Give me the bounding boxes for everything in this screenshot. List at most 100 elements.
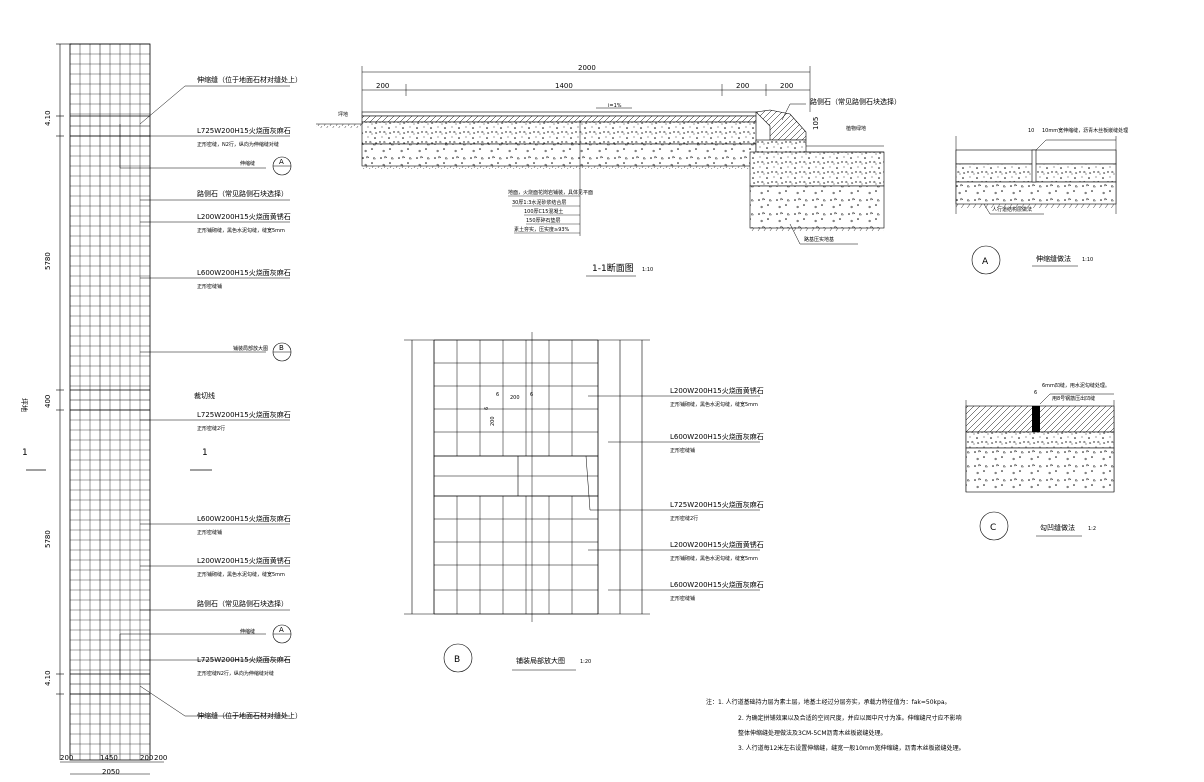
callout-11-l1: 伸缩缝（位于地面石材对缝处上） — [197, 711, 302, 720]
bdim-total: 2050 — [102, 768, 120, 776]
detail-A: 10mm宽伸缩缝，沥青木丝板嵌缝处理 10 人行道结构层做法 A 伸缩缝做法 1… — [955, 127, 1128, 275]
side-label: 坪地 — [20, 398, 29, 412]
layer-4: 素土夯实，压实度≥93% — [514, 226, 570, 233]
detail-A-title: 伸缩缝做法 — [1036, 254, 1071, 263]
section-1-1: 2000 200 1400 200 200 i=1% 坪地 路侧石（常见路侧石块… — [316, 64, 901, 277]
vdim-3: 400 — [44, 395, 52, 408]
detail-C-letter: C — [990, 523, 996, 533]
section-mark-right: 1 — [202, 448, 208, 458]
callout-7-l2: 正形密缝铺 — [197, 529, 222, 536]
detail-C: 6mm凹缝，用水泥勾缝处理。 用8号钢筋压出凹缝 6 C 勾凹缝做法 1:2 — [965, 382, 1115, 541]
b-callout-2-l2: 正形密缝铺 — [670, 447, 695, 454]
callout-2-l2: 正形密缝，N2行，纵向为伸缩缝对缝 — [197, 141, 279, 148]
svg-text:铺装局部放大图: 铺装局部放大图 — [233, 345, 268, 352]
vdim-1: 4.10 — [44, 110, 52, 126]
bdim-3: 200 — [140, 754, 153, 762]
callout-5-l2: 正形密缝铺 — [197, 283, 222, 290]
cut-line-label: 裁切线 — [194, 391, 215, 400]
detail-B-scale: 1:20 — [580, 659, 591, 665]
layer-2: 100厚C15混凝土 — [524, 208, 563, 215]
b-callout-4-l2: 正形铺砌缝，黑色水泥勾缝，缝宽5mm — [670, 555, 758, 562]
callout-7-l1: L600W200H15火烧面灰麻石 — [197, 514, 291, 523]
callout-4-l1: L200W200H15火烧面黄锈石 — [197, 212, 291, 221]
b-dim-5: 6 — [484, 407, 490, 410]
detail-B-letter: B — [454, 655, 460, 665]
detail-A-scale: 1:10 — [1082, 257, 1093, 263]
callout-8-l1: L200W200H15火烧面黄锈石 — [197, 556, 291, 565]
bdim-1: 200 — [60, 754, 73, 762]
sub-dim-4: 200 — [780, 82, 793, 90]
sub-dim-3: 200 — [736, 82, 749, 90]
marker-A-bottom: A 伸缩缝 — [240, 624, 292, 644]
note-3: 整体伸缩缝处理做法及3CM-5CM沥青木丝板嵌缝处理。 — [738, 729, 887, 737]
slope: i=1% — [608, 103, 622, 109]
detail-C-note-1: 6mm凹缝，用水泥勾缝处理。 — [1042, 382, 1110, 389]
callout-8-l2: 正形铺砌缝，黑色水泥勾缝，缝宽5mm — [197, 571, 285, 578]
section-mark-left: 1 — [22, 448, 28, 458]
b-dim-1: 6 — [496, 392, 499, 398]
b-dim-3: 6 — [530, 392, 533, 398]
sub-dim-2: 1400 — [555, 82, 573, 90]
callout-10-l1: L725W200H15火烧面灰麻石 — [197, 655, 291, 664]
b-callout-2-l1: L600W200H15火烧面灰麻石 — [670, 432, 764, 441]
layer-1: 30厚1:3水泥砂浆结合层 — [512, 199, 566, 206]
height-dim: 105 — [812, 117, 820, 130]
callout-6-l1: L725W200H15火烧面灰麻石 — [197, 410, 291, 419]
b-callout-4-l1: L200W200H15火烧面黄锈石 — [670, 540, 764, 549]
base-label: 路基压实地基 — [804, 236, 834, 243]
callout-2-l1: L725W200H15火烧面灰麻石 — [197, 126, 291, 135]
note-4: 3. 人行道每12米左右设置伸缩缝，缝宽一般10mm宽伸缩缝，沥青木丝板嵌缝处理… — [738, 744, 965, 752]
vdim-4: 5780 — [44, 530, 52, 548]
total-dim: 2000 — [578, 64, 596, 72]
svg-text:B: B — [279, 344, 284, 352]
svg-text:伸缩缝: 伸缩缝 — [240, 628, 255, 635]
left-label: 坪地 — [338, 111, 348, 118]
detail-A-letter: A — [982, 257, 989, 267]
callout-5-l1: L600W200H15火烧面灰麻石 — [197, 268, 291, 277]
detail-C-title: 勾凹缝做法 — [1040, 523, 1075, 532]
b-callout-3-l2: 正形密缝2行 — [670, 515, 698, 522]
b-dim-2: 200 — [510, 395, 520, 401]
sub-dim-1: 200 — [376, 82, 389, 90]
marker-B: B 铺装局部放大图 — [233, 342, 292, 362]
b-callout-3-l1: L725W200H15火烧面灰麻石 — [670, 500, 764, 509]
paving-grid — [70, 43, 150, 760]
note-2: 2. 为确定拼铺效果以及合适的空间尺度，并应以图中尺寸为准。伸缩缝尺寸应不影响 — [738, 714, 962, 722]
b-callout-1-l2: 正形铺砌缝，黑色水泥勾缝，缝宽5mm — [670, 401, 758, 408]
detail-C-scale: 1:2 — [1088, 526, 1096, 532]
callout-6-l2: 正形密缝2行 — [197, 425, 225, 432]
bdim-2: 1450 — [100, 754, 118, 762]
bdim-4: 200 — [154, 754, 167, 762]
grass-label: 植物绿地 — [846, 125, 866, 132]
detail-A-note: 10mm宽伸缩缝，沥青木丝板嵌缝处理 — [1042, 127, 1128, 134]
vdim-2: 5780 — [44, 252, 52, 270]
detail-A-bottom-label: 人行道结构层做法 — [992, 206, 1032, 213]
layer-3: 150厚碎石垫层 — [526, 217, 561, 224]
section-title: 1-1断面图 — [592, 262, 634, 274]
svg-text:A: A — [279, 626, 284, 634]
callout-9-l1: 路侧石（常见路侧石块选择） — [197, 599, 288, 608]
detail-C-dim: 6 — [1034, 390, 1037, 396]
detail-C-note-2: 用8号钢筋压出凹缝 — [1052, 395, 1095, 402]
tile-grid — [433, 339, 599, 615]
svg-text:A: A — [279, 158, 284, 166]
callout-1-l1: 伸缩缝（位于地面石材对缝处上） — [197, 75, 302, 84]
callout-10-l2: 正形密缝N2行，纵向为伸缩缝对缝 — [197, 670, 274, 677]
detail-B-plan: 6 200 6 200 6 L200W200H15火烧面黄锈石 正形铺砌缝，黑色… — [404, 332, 764, 673]
vdim-5: 4.10 — [44, 670, 52, 686]
svg-text:伸缩缝: 伸缩缝 — [240, 160, 255, 167]
marker-A-top: A 伸缩缝 — [240, 156, 292, 176]
b-callout-1-l1: L200W200H15火烧面黄锈石 — [670, 386, 764, 395]
plan-strip: 坪地 1 1 裁切线 4.10 5780 400 5780 4.10 200 1… — [20, 43, 302, 776]
notes: 注：1. 人行道基础持力层为素土层，地基土经过分层夯实，承载力特征值为：fak=… — [706, 698, 965, 752]
callout-4-l2: 正形铺砌缝，黑色水泥勾缝，缝宽5mm — [197, 227, 285, 234]
b-callout-5-l1: L600W200H15火烧面灰麻石 — [670, 580, 764, 589]
detail-A-dim: 10 — [1028, 128, 1034, 134]
strip-callouts: 伸缩缝（位于地面石材对缝处上） L725W200H15火烧面灰麻石 正形密缝，N… — [119, 75, 302, 720]
right-label: 路侧石（常见路侧石块选择） — [810, 97, 901, 106]
section-scale: 1:10 — [642, 267, 653, 273]
callout-3-l1: 路侧石（常见路侧石块选择） — [197, 189, 288, 198]
b-callout-5-l2: 正形密缝铺 — [670, 595, 695, 602]
b-dim-4: 200 — [490, 416, 496, 426]
